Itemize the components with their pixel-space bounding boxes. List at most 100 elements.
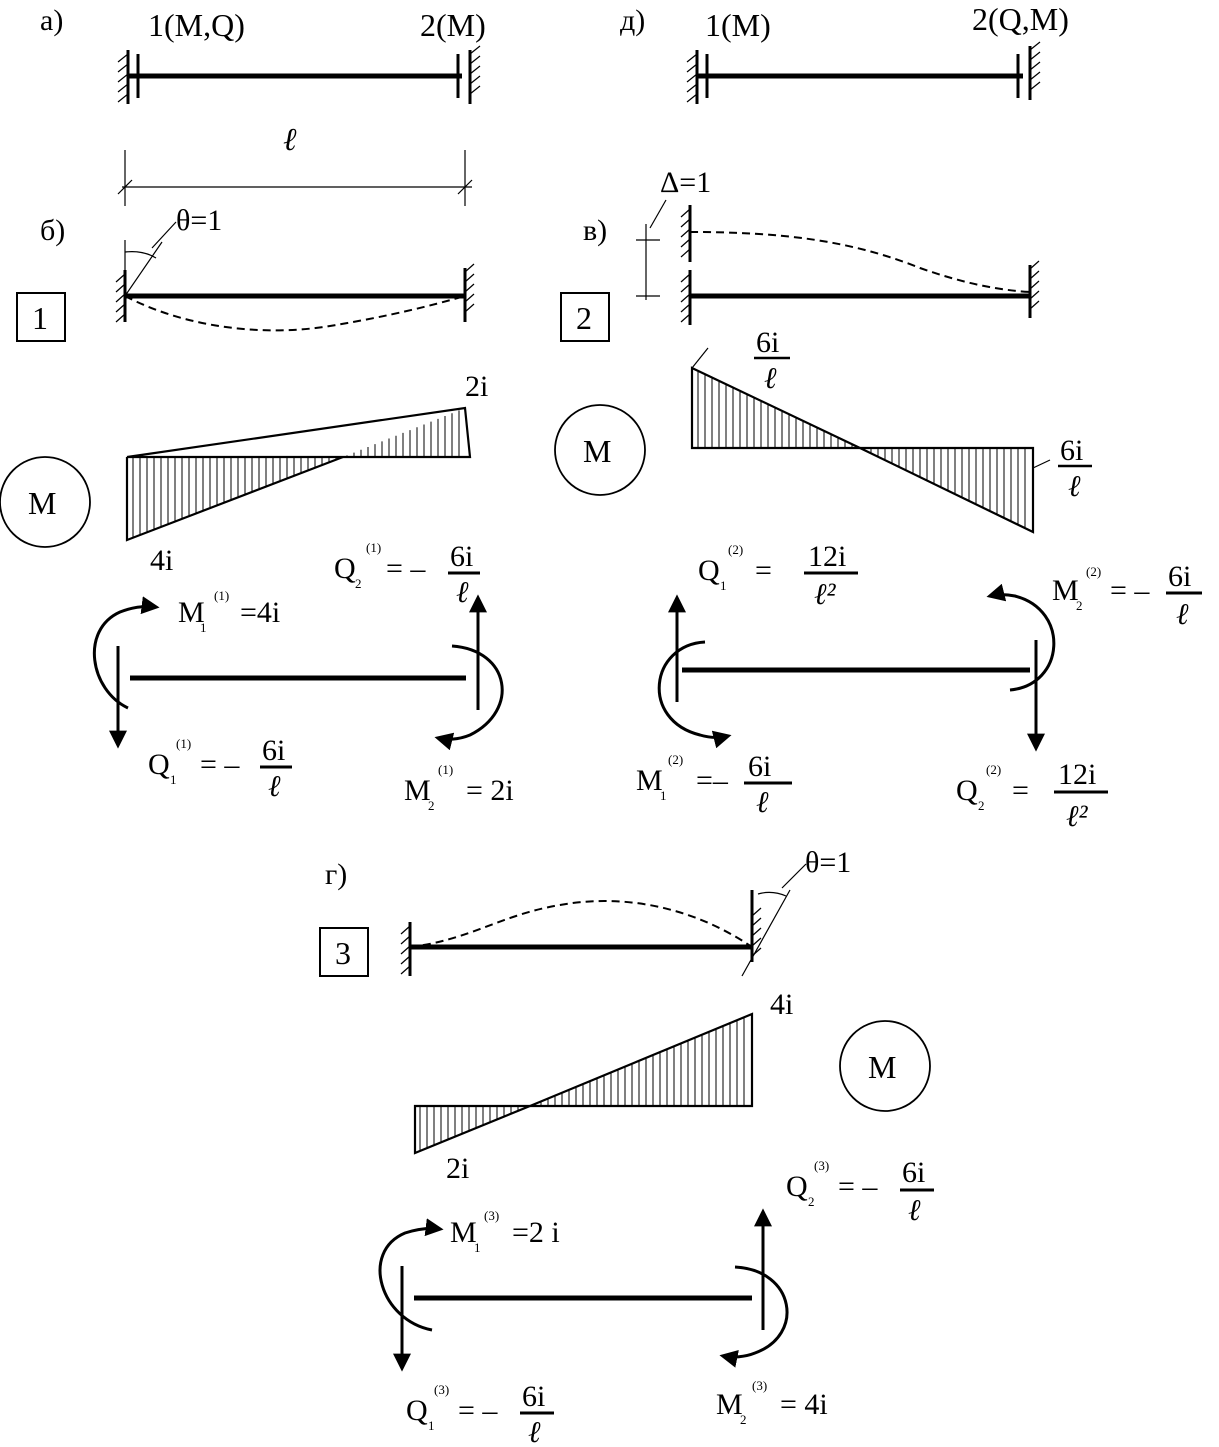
case1-M1-sup: (1) bbox=[214, 588, 229, 603]
case3-Q1-rhs: = – bbox=[458, 1394, 498, 1427]
moment-symbol-text-1: M bbox=[28, 485, 56, 521]
case1-Q1-formula: Q 1 (1) = – 6i ℓ bbox=[148, 734, 292, 803]
case2-M1-num: 6i bbox=[748, 750, 771, 783]
case1-moment-left-label: 4i bbox=[150, 544, 173, 577]
case1-M2-sym: M bbox=[404, 774, 431, 807]
case2-Q1-den: ℓ² bbox=[814, 578, 836, 611]
moment-diagram-symbol-2: M bbox=[554, 404, 646, 496]
box-2-label: 2 bbox=[576, 300, 592, 336]
case2-M2-sup: (2) bbox=[1086, 564, 1101, 579]
case1-support-hatch bbox=[115, 263, 475, 323]
case2-moment-right-den: ℓ bbox=[1068, 470, 1081, 503]
case3-M1-rhs: =2 i bbox=[512, 1216, 560, 1249]
case3-moment-diagram bbox=[413, 1012, 754, 1155]
case1-moment-right-label: 2i bbox=[465, 370, 488, 403]
case3-Q1-sup: (3) bbox=[434, 1382, 449, 1397]
scheme-d-node1-label: 1(M) bbox=[705, 7, 771, 43]
case1-Q2-sub: 2 bbox=[355, 576, 362, 591]
case1-M2-formula: M 2 (1) = 2i bbox=[404, 762, 514, 813]
moment-symbol-text-2: M bbox=[583, 433, 611, 469]
case2-M2-sub: 2 bbox=[1076, 598, 1083, 613]
case2-M2-den: ℓ bbox=[1176, 598, 1189, 631]
box-1: 1 bbox=[16, 292, 66, 342]
case3-Q1-num: 6i bbox=[522, 1380, 545, 1413]
case2-M1-sup: (2) bbox=[668, 752, 683, 767]
case1-Q2-sup: (1) bbox=[366, 540, 381, 555]
scheme-a-beam bbox=[126, 50, 472, 104]
case3-Q1-sym: Q bbox=[406, 1394, 428, 1427]
case2-Q2-formula: Q 2 (2) = 12i ℓ² bbox=[956, 758, 1108, 833]
case2-M1-den: ℓ bbox=[756, 786, 769, 819]
case1-beam bbox=[123, 221, 467, 332]
case3-Q2-formula: Q 2 (3) = – 6i ℓ bbox=[786, 1156, 934, 1227]
scheme-a-node2-label: 2(M) bbox=[420, 7, 486, 43]
case3-M1-sup: (3) bbox=[484, 1208, 499, 1223]
case1-Q1-den: ℓ bbox=[268, 770, 281, 803]
case2-M2-num: 6i bbox=[1168, 560, 1191, 593]
fixed-support-a-right-hatch bbox=[469, 45, 481, 95]
case3-M2-sup: (3) bbox=[752, 1378, 767, 1393]
moment-diagram-symbol-1: M bbox=[0, 456, 91, 548]
case2-Q1-rhs: = bbox=[755, 554, 772, 587]
case3-Q1-den: ℓ bbox=[528, 1416, 541, 1447]
case1-Q2-formula: Q 2 (1) = – 6i ℓ bbox=[334, 540, 480, 609]
case2-moment-left-den: ℓ bbox=[764, 362, 777, 395]
fixed-support-a-left-hatch bbox=[117, 53, 129, 103]
case1-free-body bbox=[92, 594, 504, 751]
case1-Q1-sup: (1) bbox=[176, 736, 191, 751]
moment-symbol-text-3: M bbox=[868, 1049, 896, 1085]
case2-M2-rhs: = – bbox=[1110, 574, 1150, 607]
scheme-a-node1-label: 1(M,Q) bbox=[148, 7, 245, 43]
case2-M1-sub: 1 bbox=[660, 788, 667, 803]
fixed-support-d-right-hatch bbox=[1029, 41, 1041, 91]
case1-moment-diagram bbox=[125, 406, 472, 542]
case1-theta-label: θ=1 bbox=[176, 204, 222, 237]
case2-M2-sym: M bbox=[1052, 574, 1079, 607]
case3-support-hatch bbox=[400, 907, 762, 975]
case1-M2-sup: (1) bbox=[438, 762, 453, 777]
span-dimension-line bbox=[117, 150, 473, 206]
case1-M2-sub: 2 bbox=[428, 798, 435, 813]
case2-Q1-sup: (2) bbox=[728, 542, 743, 557]
case1-Q1-sub: 1 bbox=[170, 772, 177, 787]
case3-Q1-sub: 1 bbox=[428, 1418, 435, 1433]
case3-M2-rhs: = 4i bbox=[780, 1388, 828, 1421]
case2-beam bbox=[636, 199, 1032, 325]
case3-moment-left-label: 2i bbox=[446, 1152, 469, 1185]
scheme-d-beam bbox=[695, 46, 1032, 104]
box-2: 2 bbox=[560, 292, 610, 342]
case1-M1-rhs: =4i bbox=[240, 596, 280, 629]
span-length-label: ℓ bbox=[283, 121, 297, 157]
case3-free-body bbox=[378, 1208, 789, 1372]
case2-free-body bbox=[657, 583, 1056, 752]
case2-moment-left-label: 6i ℓ bbox=[754, 326, 790, 395]
panel-label-a: а) bbox=[40, 4, 63, 37]
box-3-label: 3 bbox=[335, 935, 351, 971]
case1-M1-formula: M 1 (1) =4i bbox=[178, 588, 280, 635]
case2-moment-right-num: 6i bbox=[1060, 434, 1083, 467]
case2-Q1-num: 12i bbox=[808, 540, 846, 573]
case2-Q2-sub: 2 bbox=[978, 798, 985, 813]
case2-Q2-rhs: = bbox=[1012, 774, 1029, 807]
case3-Q2-sup: (3) bbox=[814, 1158, 829, 1173]
case1-Q1-num: 6i bbox=[262, 734, 285, 767]
case1-Q1-sym: Q bbox=[148, 748, 170, 781]
case3-M1-sub: 1 bbox=[474, 1240, 481, 1255]
case3-M2-sub: 2 bbox=[740, 1412, 747, 1427]
panel-label-v: в) bbox=[583, 214, 607, 247]
case1-M2-rhs: = 2i bbox=[466, 774, 514, 807]
case1-Q1-rhs: = – bbox=[200, 748, 240, 781]
case2-Q2-sup: (2) bbox=[986, 762, 1001, 777]
case2-Q1-formula: Q 1 (2) = 12i ℓ² bbox=[698, 540, 858, 611]
box-3: 3 bbox=[319, 927, 369, 977]
case1-Q2-num: 6i bbox=[450, 540, 473, 573]
case3-Q2-sym: Q bbox=[786, 1170, 808, 1203]
case2-Q2-sym: Q bbox=[956, 774, 978, 807]
case3-Q2-sub: 2 bbox=[808, 1194, 815, 1209]
case2-M1-sym: M bbox=[636, 764, 663, 797]
case3-M2-sym: M bbox=[716, 1388, 743, 1421]
case2-delta-label: Δ=1 bbox=[660, 166, 711, 199]
case2-Q1-sub: 1 bbox=[720, 578, 727, 593]
box-1-label: 1 bbox=[32, 300, 48, 336]
